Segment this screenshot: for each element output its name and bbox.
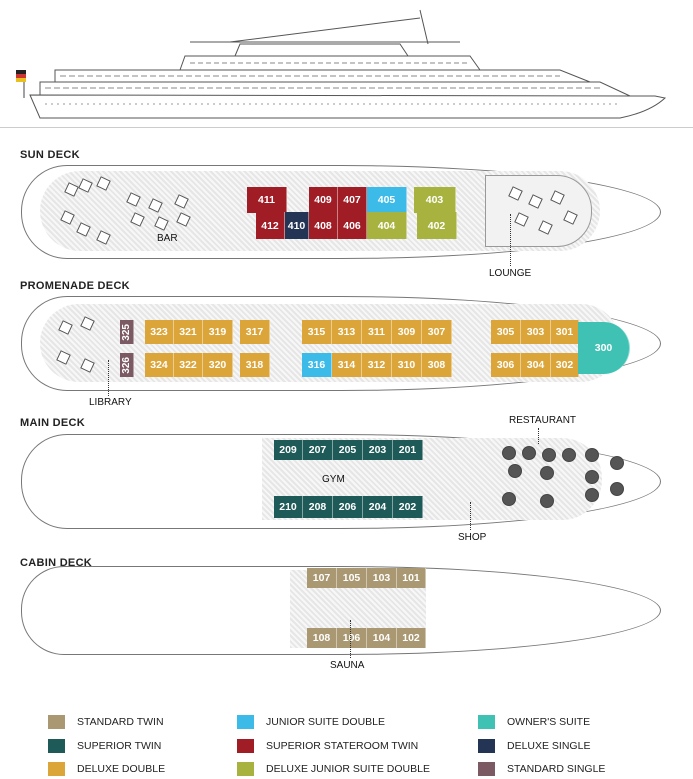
legend-label: STANDARD SINGLE: [507, 763, 606, 775]
cabin-208[interactable]: 208: [303, 496, 333, 518]
cabin-407[interactable]: 407: [338, 187, 367, 213]
sauna-label: SAUNA: [330, 660, 365, 671]
ship-profile-illustration: [0, 9, 693, 128]
cabin-307[interactable]: 307: [422, 320, 452, 344]
cabin-305[interactable]: 305: [491, 320, 521, 344]
cabin-309[interactable]: 309: [392, 320, 422, 344]
cabin-313[interactable]: 313: [332, 320, 362, 344]
legend-label: DELUXE DOUBLE: [77, 763, 166, 775]
cabin-105[interactable]: 105: [337, 568, 367, 588]
legend-label: SUPERIOR TWIN: [77, 740, 162, 752]
cabin-104[interactable]: 104: [367, 628, 397, 648]
legend-label: SUPERIOR STATEROOM TWIN: [266, 740, 419, 752]
legend-item-superior-stateroom-twin: SUPERIOR STATEROOM TWIN: [237, 739, 418, 753]
legend-item-deluxe-single: DELUXE SINGLE: [478, 739, 590, 753]
cabin-304[interactable]: 304: [521, 353, 551, 377]
cabin-317[interactable]: 317: [240, 320, 270, 344]
cabin-314[interactable]: 314: [332, 353, 362, 377]
legend-item-superior-twin: SUPERIOR TWIN: [48, 739, 161, 753]
legend-item-standard-single: STANDARD SINGLE: [478, 762, 605, 776]
cabin-210[interactable]: 210: [274, 496, 303, 518]
cabin-409[interactable]: 409: [309, 187, 338, 213]
legend-swatch: [48, 739, 65, 753]
cabin-310[interactable]: 310: [392, 353, 422, 377]
cabin-306[interactable]: 306: [491, 353, 521, 377]
legend-item-deluxe-junior-suite-double: DELUXE JUNIOR SUITE DOUBLE: [237, 762, 430, 776]
cabin-410[interactable]: 410: [285, 212, 309, 239]
cabin-320[interactable]: 320: [203, 353, 233, 377]
legend-label: STANDARD TWIN: [77, 716, 164, 728]
cabin-312[interactable]: 312: [362, 353, 392, 377]
legend-label: DELUXE JUNIOR SUITE DOUBLE: [266, 763, 430, 775]
legend-swatch: [478, 762, 495, 776]
cabin-201[interactable]: 201: [393, 440, 423, 460]
legend-swatch: [237, 762, 254, 776]
cabin-411[interactable]: 411: [247, 187, 287, 213]
cabin-301[interactable]: 301: [551, 320, 579, 344]
legend-swatch: [237, 739, 254, 753]
gym-label: GYM: [322, 474, 345, 485]
cabin-408[interactable]: 408: [309, 212, 338, 239]
legend-item-junior-suite-double: JUNIOR SUITE DOUBLE: [237, 715, 385, 729]
legend-label: JUNIOR SUITE DOUBLE: [266, 716, 386, 728]
shop-label: SHOP: [458, 532, 487, 543]
legend-swatch: [48, 762, 65, 776]
cabin-402[interactable]: 402: [417, 212, 457, 239]
cabin-204[interactable]: 204: [363, 496, 393, 518]
cabin-412[interactable]: 412: [256, 212, 285, 239]
cabin-107[interactable]: 107: [307, 568, 337, 588]
cabin-303[interactable]: 303: [521, 320, 551, 344]
cabin-308[interactable]: 308: [422, 353, 452, 377]
cabin-106[interactable]: 106: [337, 628, 367, 648]
legend-item-standard-twin: STANDARD TWIN: [48, 715, 164, 729]
legend-swatch: [48, 715, 65, 729]
legend-label: OWNER'S SUITE: [507, 716, 591, 728]
cabin-311[interactable]: 311: [362, 320, 392, 344]
cabin-324[interactable]: 324: [145, 353, 174, 377]
cabin-315[interactable]: 315: [302, 320, 332, 344]
cabin-319[interactable]: 319: [203, 320, 233, 344]
cabin-207[interactable]: 207: [303, 440, 333, 460]
legend-item-deluxe-double: DELUXE DOUBLE: [48, 762, 165, 776]
legend-label: DELUXE SINGLE: [507, 740, 591, 752]
restaurant-label: RESTAURANT: [509, 415, 577, 426]
legend-swatch: [237, 715, 254, 729]
cabin-404[interactable]: 404: [367, 212, 407, 239]
cabin-322[interactable]: 322: [174, 353, 203, 377]
cabin-203[interactable]: 203: [363, 440, 393, 460]
cabin-318[interactable]: 318: [240, 353, 270, 377]
cabin-403[interactable]: 403: [414, 187, 456, 213]
cabin-202[interactable]: 202: [393, 496, 423, 518]
cabin-302[interactable]: 302: [551, 353, 579, 377]
cabin-101[interactable]: 101: [397, 568, 426, 588]
cabin-321[interactable]: 321: [174, 320, 203, 344]
legend-swatch: [478, 715, 495, 729]
library-label: LIBRARY: [89, 397, 132, 408]
cabin-300[interactable]: 300: [578, 322, 630, 374]
cabin-325[interactable]: 325: [120, 320, 134, 344]
cabin-323[interactable]: 323: [145, 320, 174, 344]
legend-swatch: [478, 739, 495, 753]
legend-item-owner-s-suite: OWNER'S SUITE: [478, 715, 590, 729]
bar-label: BAR: [157, 233, 178, 244]
cabin-108[interactable]: 108: [307, 628, 337, 648]
main-deck-label: MAIN DECK: [20, 417, 86, 429]
cabin-102[interactable]: 102: [397, 628, 426, 648]
cabin-406[interactable]: 406: [338, 212, 367, 239]
cabin-316[interactable]: 316: [302, 353, 332, 377]
promenade-deck-label: PROMENADE DECK: [20, 280, 130, 292]
cabin-405[interactable]: 405: [367, 187, 407, 213]
cabin-326[interactable]: 326: [120, 353, 134, 377]
lounge-label: LOUNGE: [489, 268, 532, 279]
cabin-205[interactable]: 205: [333, 440, 363, 460]
cabin-103[interactable]: 103: [367, 568, 397, 588]
cabin-206[interactable]: 206: [333, 496, 363, 518]
sun-deck-label: SUN DECK: [20, 149, 80, 161]
cabin-209[interactable]: 209: [274, 440, 303, 460]
